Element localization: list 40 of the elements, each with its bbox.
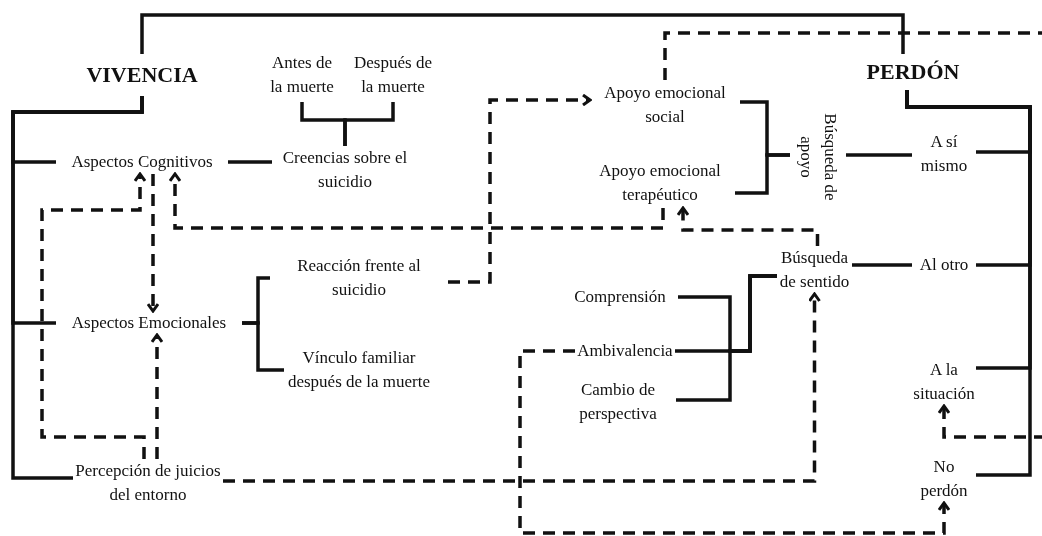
node-label: A sí mismo xyxy=(919,131,969,177)
node-label: Cambio de perspectiva xyxy=(578,379,658,425)
arrow xyxy=(40,172,147,459)
connector-line xyxy=(676,274,777,402)
node-label: Ambivalencia xyxy=(577,340,673,362)
connector-line xyxy=(852,263,912,267)
arrow xyxy=(518,349,951,535)
connector-line xyxy=(846,153,912,157)
node-label: Apoyo emocional terapéutico xyxy=(598,160,722,206)
arrow xyxy=(146,174,160,313)
connector-line xyxy=(343,102,395,146)
connector-line xyxy=(905,90,1032,477)
node-label: Aspectos Emocionales xyxy=(71,312,227,334)
heading: VIVENCIA xyxy=(86,63,198,87)
node-label: Búsqueda de sentido xyxy=(778,247,851,293)
node-label: Después de la muerte xyxy=(353,52,433,98)
connector-line xyxy=(140,13,905,54)
connector-line xyxy=(11,96,144,480)
node-label: Al otro xyxy=(919,254,969,276)
arrow xyxy=(676,206,820,246)
node-label: No perdón xyxy=(919,456,969,502)
connector-line xyxy=(242,321,284,372)
node-label: Búsqueda de apoyo xyxy=(796,112,841,203)
connector-line xyxy=(735,153,790,195)
node-label: A la situación xyxy=(912,359,976,405)
arrow xyxy=(663,31,1042,439)
connector-line xyxy=(228,160,272,164)
node-label: Antes de la muerte xyxy=(269,52,335,98)
arrow xyxy=(448,93,592,284)
node-label: Apoyo emocional social xyxy=(603,82,727,128)
arrow xyxy=(168,172,665,230)
arrow xyxy=(223,292,821,483)
node-label: Comprensión xyxy=(574,286,666,308)
arrow xyxy=(150,333,164,459)
node-label: Reacción frente al suicidio xyxy=(296,255,422,301)
node-label: Aspectos Cognitivos xyxy=(71,151,213,173)
heading: PERDÓN xyxy=(866,60,960,84)
node-label: Percepción de juicios del entorno xyxy=(74,460,222,506)
node-label: Creencias sobre el suicidio xyxy=(281,147,409,193)
node-label: Vínculo familiar después de la muerte xyxy=(286,347,432,393)
